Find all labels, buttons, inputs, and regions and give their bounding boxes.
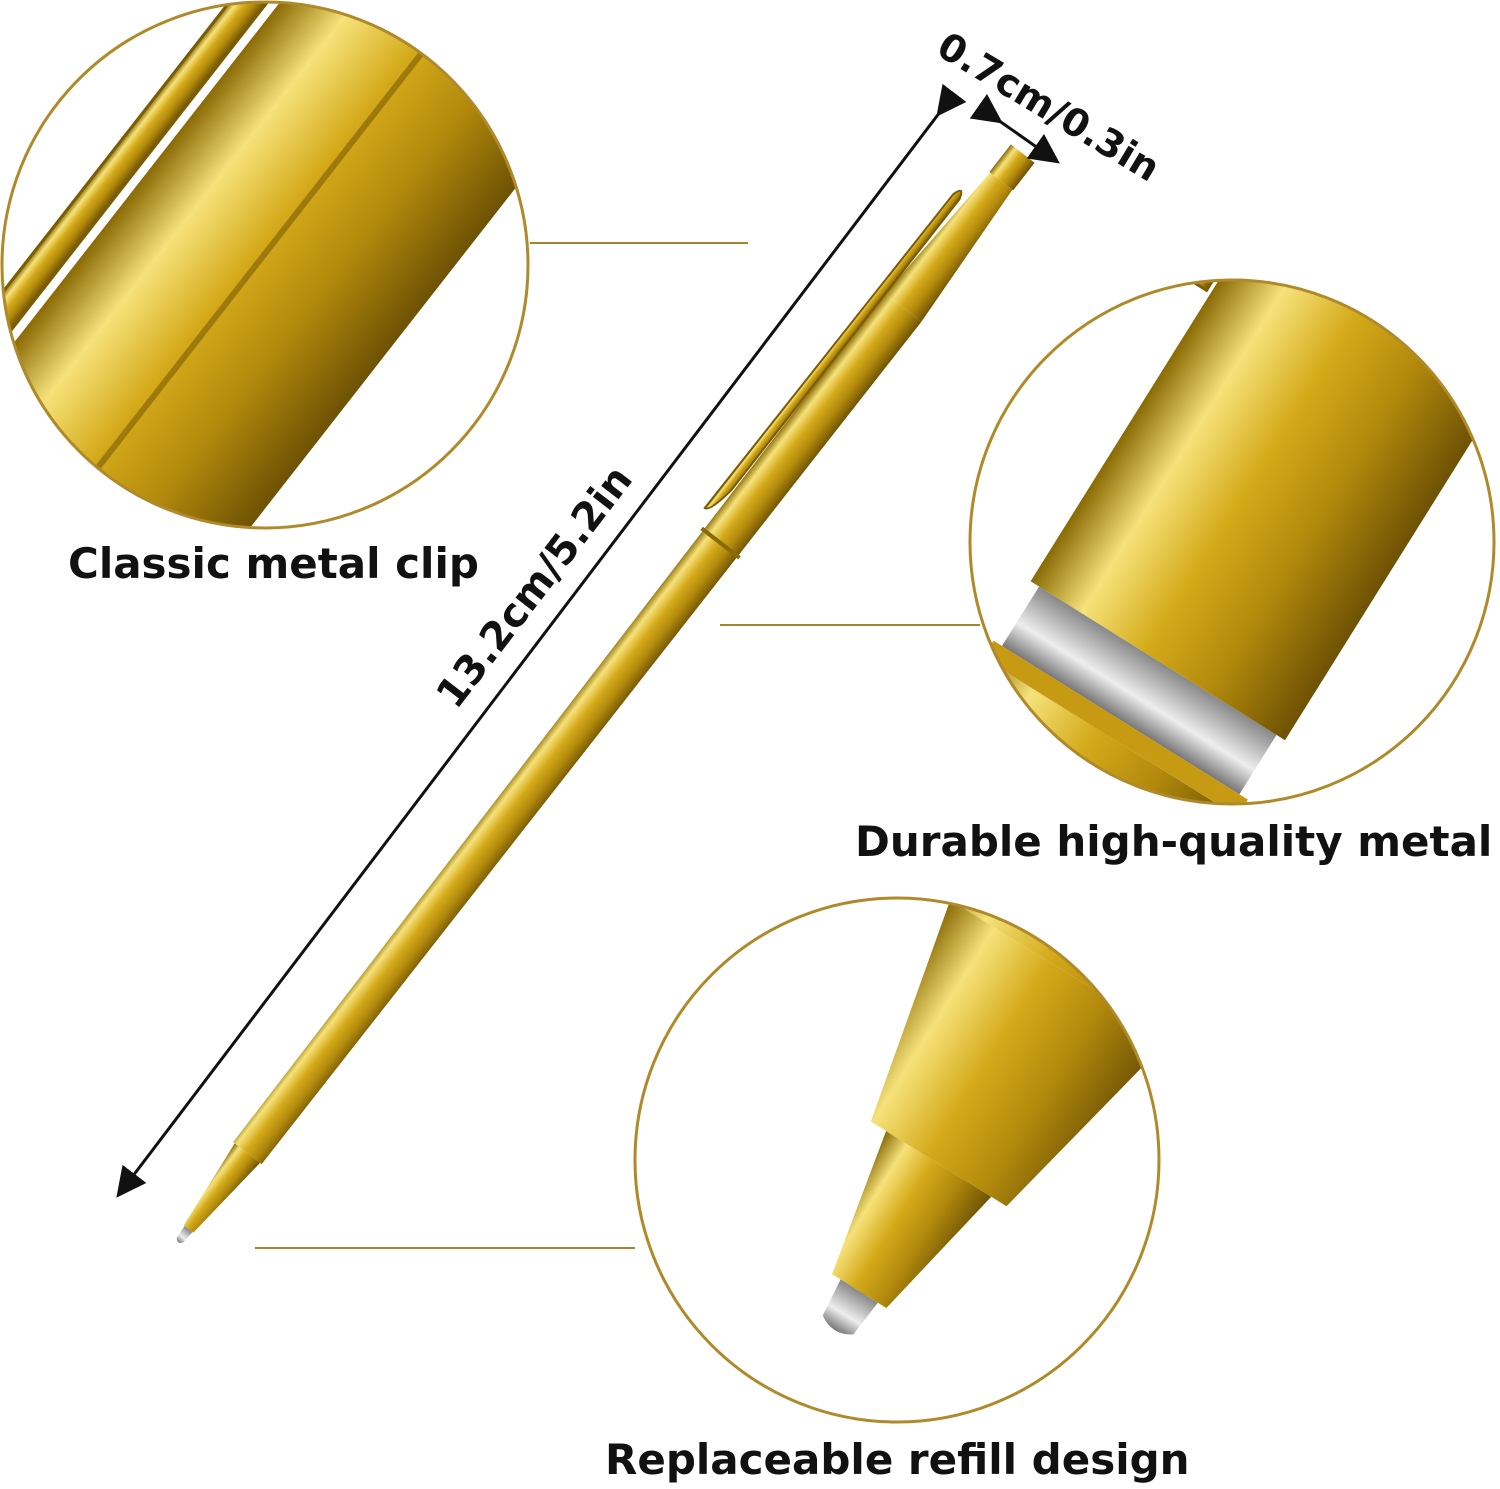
- feature-refill-label: Replaceable refill design: [605, 1435, 1190, 1484]
- metal-detail-circle: [968, 278, 1496, 806]
- diameter-arrow: [969, 93, 1060, 164]
- diameter-label: 0.7cm/0.3in: [930, 23, 1168, 190]
- feature-clip-label: Classic metal clip: [68, 539, 479, 588]
- feature-metal-label: Durable high-quality metal: [855, 817, 1492, 866]
- length-arrow: [116, 83, 967, 1198]
- clip-detail-circle: [0, 0, 530, 530]
